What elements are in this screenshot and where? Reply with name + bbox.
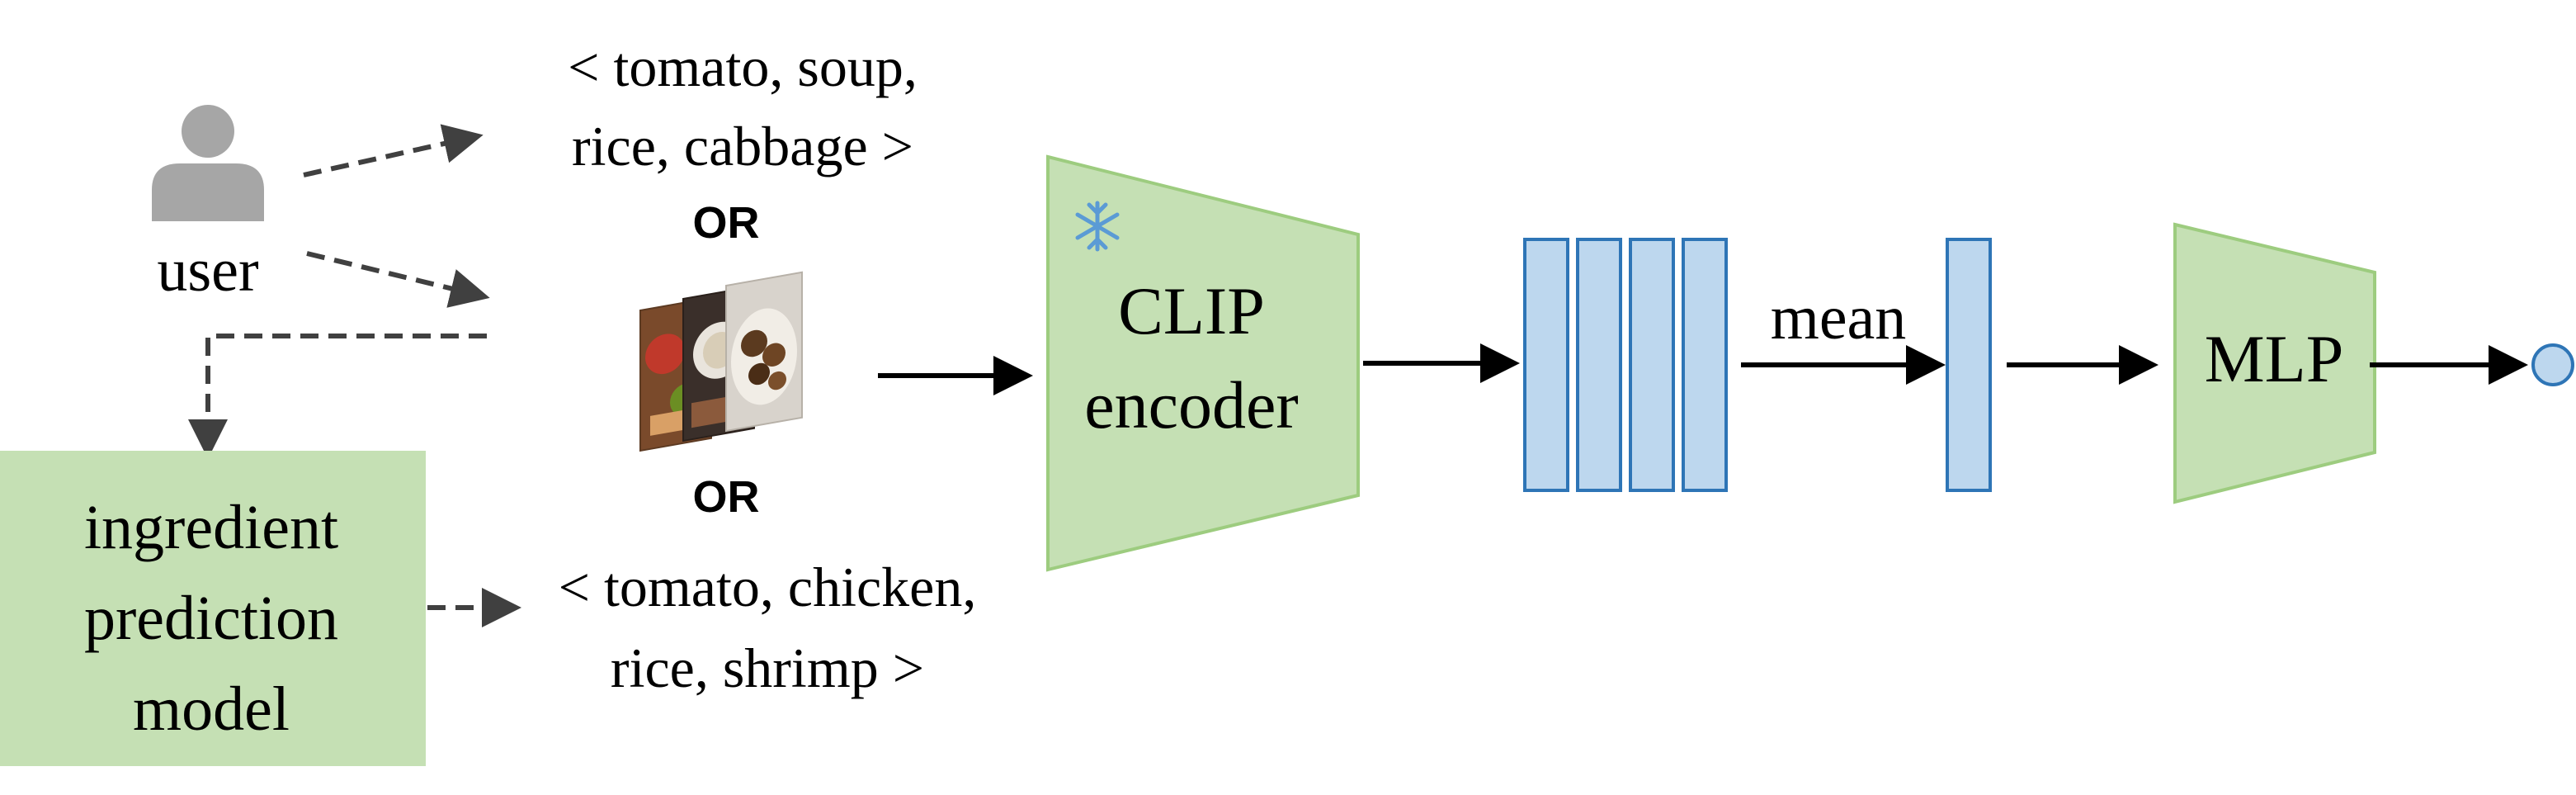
- user-to-image-arrow: [306, 251, 490, 308]
- clip-encoder-block: [1046, 154, 1360, 572]
- model-label-line2: prediction: [84, 584, 338, 653]
- embedding-bar: [1523, 238, 1569, 492]
- embedding-bar: [1682, 238, 1728, 492]
- predicted-ingredients-line2: rice, shrimp >: [611, 636, 924, 699]
- model-label-line3: model: [133, 674, 290, 744]
- food-photos-stack: [639, 271, 803, 452]
- user-to-text-arrow: [303, 124, 484, 177]
- mean-label: mean: [1771, 283, 1907, 353]
- person-icon: [152, 105, 264, 221]
- clip-label-line1: CLIP: [1118, 273, 1265, 348]
- ingredient-prediction-model-box: [0, 451, 426, 766]
- embedding-bar: [1576, 238, 1622, 492]
- user-ingredients-line2: rice, cabbage >: [572, 115, 913, 177]
- or-label-top: OR: [693, 198, 760, 248]
- embedding-bar: [1629, 238, 1675, 492]
- model-label-line1: ingredient: [84, 493, 338, 562]
- user-to-model-arrow: [188, 334, 487, 459]
- mlp-label: MLP: [2205, 321, 2344, 396]
- user-label: user: [157, 237, 258, 305]
- clip-label-line2: encoder: [1084, 367, 1299, 442]
- or-label-bottom: OR: [693, 472, 760, 522]
- mlp-block: [2173, 222, 2376, 504]
- pooled-embedding-bar: [1946, 238, 1992, 492]
- output-node: [2531, 343, 2574, 386]
- snowflake-icon: [1075, 201, 1120, 252]
- predicted-ingredients-line1: < tomato, chicken,: [559, 556, 977, 618]
- user-ingredients-line1: < tomato, soup,: [568, 35, 918, 98]
